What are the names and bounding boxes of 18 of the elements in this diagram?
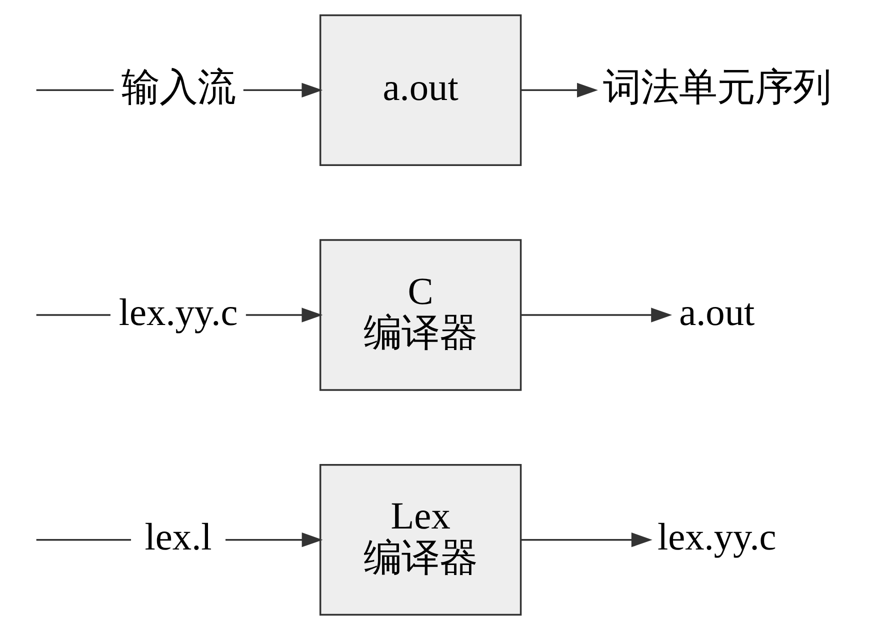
connector [36,314,110,316]
node-text: a.out [678,292,754,334]
arrow [520,308,672,322]
arrow [520,82,598,98]
arrow [242,82,322,98]
arrow [245,308,322,322]
node-text: 输入流 [120,66,235,109]
connector [36,538,131,541]
connector [36,89,114,92]
node-text: lex.yy.c [118,292,238,334]
node-text: lex.l [144,516,212,559]
node-box: C 编译器 [318,239,522,391]
node-box: a.out [318,14,522,166]
arrow [520,532,652,548]
arrow [225,532,322,548]
node-text: lex.yy.c [656,516,776,559]
node-box: Lex 编译器 [318,464,522,616]
node-text: 词法单元序列 [602,66,830,109]
